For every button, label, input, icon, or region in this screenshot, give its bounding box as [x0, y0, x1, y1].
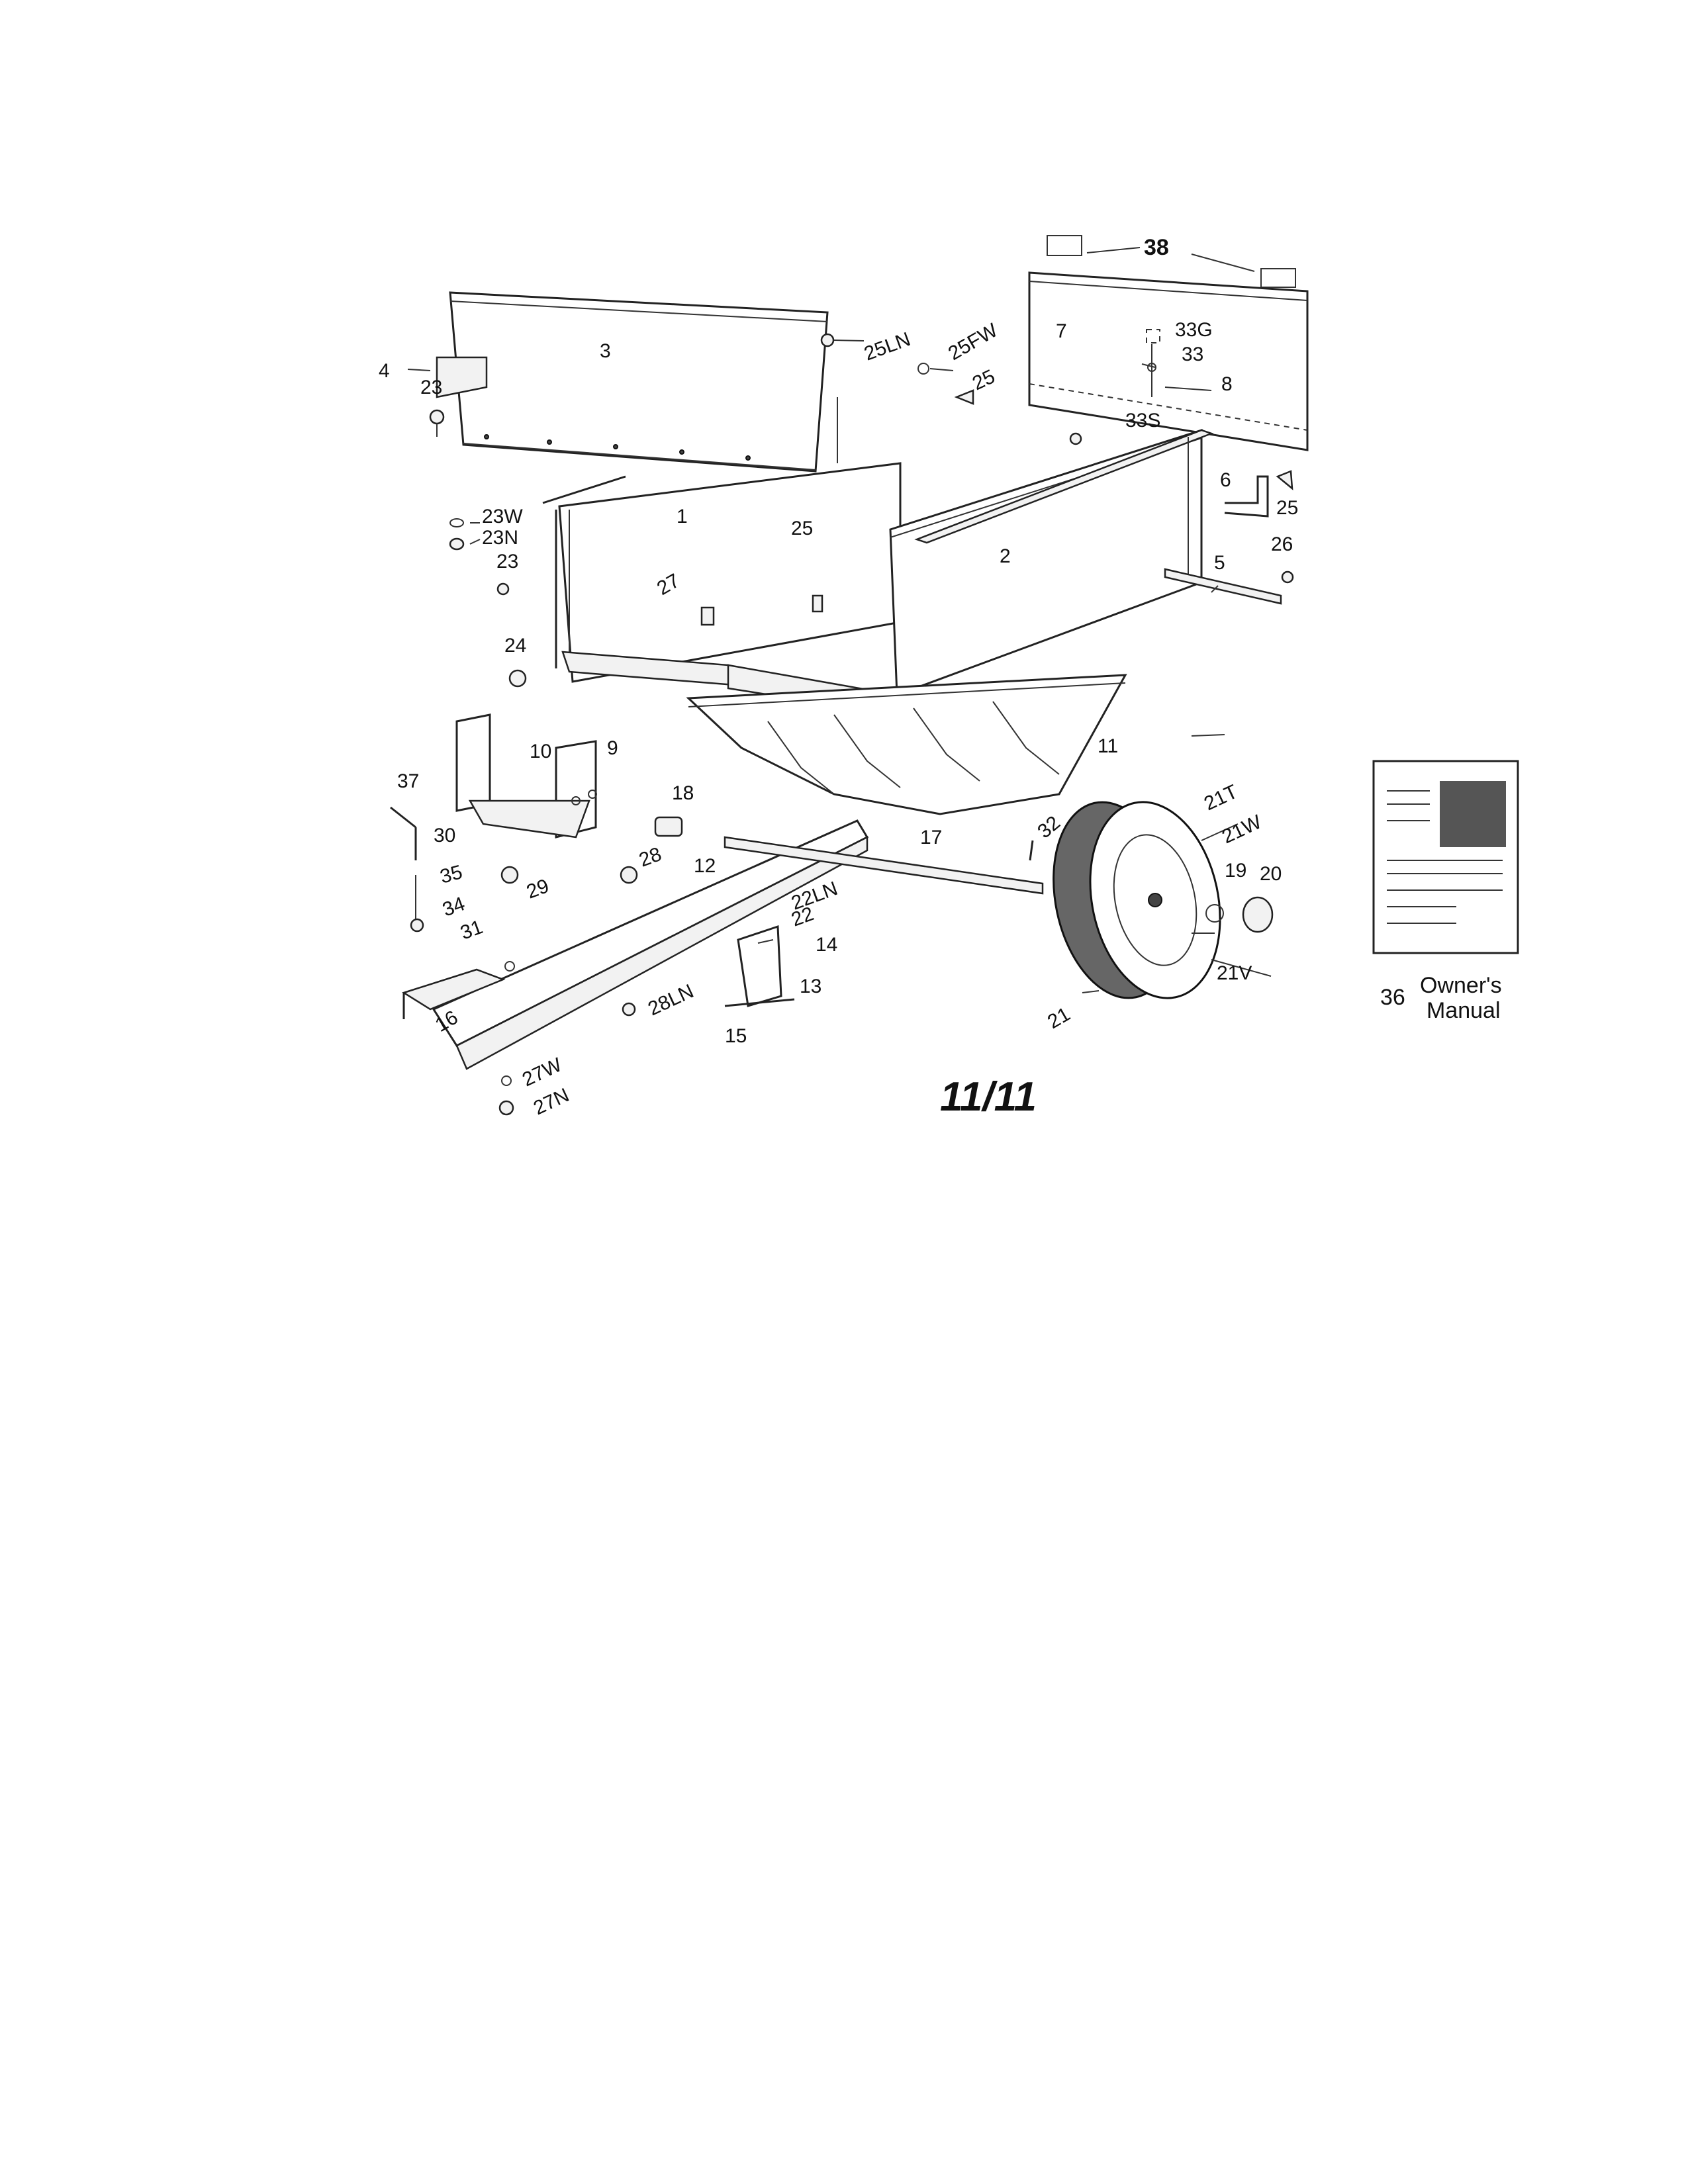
bed-floor-1	[542, 397, 902, 686]
label-1: 1	[677, 506, 688, 527]
hitch-bracket-9-10	[455, 713, 597, 839]
axle-bracket-13-14-15	[724, 925, 795, 1007]
label-37: 37	[397, 770, 419, 792]
tongue-bar-12	[432, 819, 869, 1070]
label-23N: 23N	[482, 527, 518, 549]
label-12: 12	[694, 855, 716, 877]
page-number: 11/11	[940, 1074, 1037, 1120]
label-31: 31	[457, 916, 486, 944]
label-21W: 21W	[1219, 811, 1265, 848]
label-27N: 27N	[530, 1084, 573, 1119]
label-2: 2	[1000, 545, 1011, 567]
label-25a: 25	[791, 518, 813, 539]
manual-caption-manual: Manual	[1427, 998, 1501, 1023]
label-10: 10	[530, 741, 551, 762]
label-24: 24	[504, 635, 526, 657]
label-11: 11	[1098, 735, 1118, 757]
label-5: 5	[1214, 552, 1225, 574]
hardware-icons	[390, 333, 1294, 1116]
label-18: 18	[672, 782, 694, 804]
label-20: 20	[1260, 863, 1282, 885]
label-33S: 33S	[1125, 410, 1160, 432]
label-26: 26	[1271, 533, 1293, 555]
label-25FW: 25FW	[945, 319, 1002, 365]
label-6: 6	[1220, 469, 1231, 491]
label-8: 8	[1221, 373, 1233, 395]
label-35: 35	[438, 861, 465, 888]
manual-caption-owners: Owner's	[1420, 973, 1502, 998]
hinge-bracket-6	[1224, 475, 1269, 518]
label-27W: 27W	[519, 1054, 565, 1091]
under-channel-11	[686, 674, 1127, 815]
label-23b: 23	[496, 551, 518, 572]
label-7: 7	[1056, 320, 1067, 342]
label-3: 3	[600, 340, 611, 362]
label-34: 34	[440, 893, 468, 921]
hitch-plate-16	[402, 968, 506, 1019]
label-21T: 21T	[1201, 781, 1241, 815]
hub-cap-20	[1242, 896, 1274, 933]
axle-17	[724, 836, 1044, 895]
label-30: 30	[434, 825, 455, 846]
manual-item-number: 36	[1380, 985, 1405, 1010]
label-33G: 33G	[1175, 319, 1213, 341]
front-panel-3	[449, 291, 829, 473]
rod-5	[1164, 568, 1282, 605]
label-33: 33	[1182, 343, 1203, 365]
tailgate-panel-7	[1028, 271, 1309, 451]
label-25LN: 25LN	[861, 328, 914, 365]
washer-19	[1205, 904, 1224, 923]
label-9: 9	[607, 737, 618, 759]
label-23W: 23W	[482, 506, 523, 527]
label-28LN: 28LN	[645, 980, 697, 1020]
label-21: 21	[1044, 1003, 1074, 1033]
leader-lines	[407, 340, 1272, 993]
label-29: 29	[524, 875, 552, 903]
label-13: 13	[800, 976, 821, 997]
label-23a: 23	[420, 377, 442, 398]
label-17: 17	[920, 827, 942, 848]
label-38: 38	[1144, 235, 1169, 260]
label-4: 4	[379, 360, 390, 382]
wheel-21	[1053, 801, 1221, 999]
label-28: 28	[636, 843, 665, 871]
owners-manual-36	[1372, 760, 1519, 954]
decal-38	[1047, 235, 1296, 288]
label-15: 15	[725, 1025, 747, 1047]
label-21V: 21V	[1217, 962, 1252, 984]
label-25c: 25	[1276, 497, 1298, 519]
label-19: 19	[1225, 860, 1246, 882]
label-14: 14	[816, 934, 837, 956]
sleeve-18	[654, 816, 683, 837]
